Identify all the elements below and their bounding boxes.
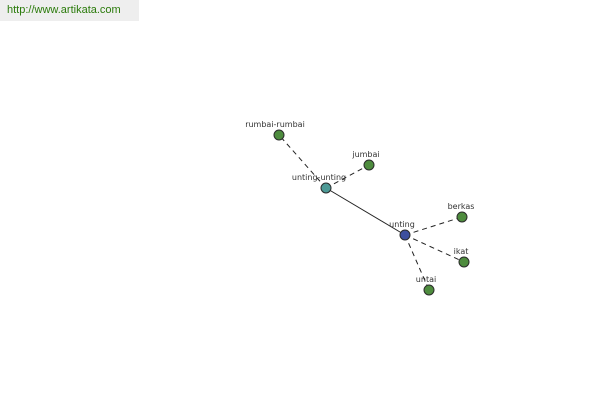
node-berkas[interactable] [456, 211, 468, 223]
node-label-unting-unting[interactable]: unting-unting [292, 173, 346, 182]
node-unting-unting[interactable] [320, 182, 332, 194]
graph-edges [278, 134, 465, 291]
node-jumbai[interactable] [363, 159, 375, 171]
node-ikat[interactable] [458, 256, 470, 268]
node-unting[interactable] [399, 229, 411, 241]
node-label-ikat[interactable]: ikat [454, 247, 469, 256]
source-banner: http://www.artikata.com [0, 0, 139, 21]
edge-unting-unting-rumbai-rumbai [278, 134, 327, 189]
graph-nodes [273, 129, 470, 296]
node-label-untai[interactable]: untai [416, 275, 436, 284]
node-untai[interactable] [423, 284, 435, 296]
node-label-unting[interactable]: unting [389, 220, 415, 229]
edge-unting-untai [404, 234, 430, 291]
source-url-text[interactable]: http://www.artikata.com [7, 4, 121, 16]
node-rumbai-rumbai[interactable] [273, 129, 285, 141]
edge-unting-unting-unting [325, 187, 406, 236]
edge-unting-unting-jumbai [325, 164, 370, 189]
node-label-berkas[interactable]: berkas [448, 202, 475, 211]
node-label-jumbai[interactable]: jumbai [351, 150, 379, 159]
edge-unting-berkas [404, 216, 463, 236]
node-label-rumbai-rumbai[interactable]: rumbai-rumbai [245, 120, 305, 129]
graph-labels: unting unting-unting rumbai-rumbai jumbai be… [245, 120, 474, 284]
edge-unting-ikat [404, 234, 465, 263]
